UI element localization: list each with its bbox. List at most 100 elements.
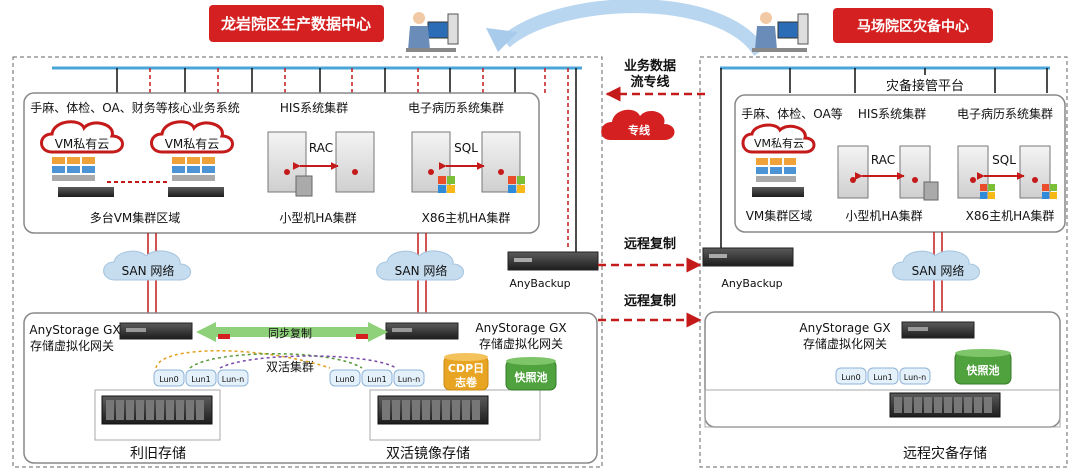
right-disk-array [889,392,1001,418]
right-minicomputer-ha-label: 小型机HA集群 [845,208,922,223]
right-center-title: 马场院区灾备中心 [833,8,993,43]
legacy-storage-box [94,389,221,441]
dedicated-line-cloud: 专线 [601,109,675,140]
right-minicomputer-2-icon [899,145,939,201]
anybackup-right-device [702,247,794,267]
gateway-left-label-2: 存储虚拟化网关 [30,338,114,353]
right-x86-2-icon [1019,145,1057,199]
right-his-label: HIS系统集群 [858,106,926,121]
remote-replication-label-2: 远程复制 [624,293,676,309]
sync-replication-arrow [196,322,388,342]
anybackup-right-label: AnyBackup [721,277,782,290]
x86-server-1-icon [411,131,455,193]
gateway-right-label-2: 存储虚拟化网关 [479,336,563,351]
svg-text:VM私有云: VM私有云 [165,137,220,151]
right-vm-host-icon [752,158,804,197]
right-site-border [699,56,1068,468]
sql-label: SQL [454,141,478,155]
right-rac-label: RAC [871,153,895,167]
svg-text:专线: 专线 [628,123,650,137]
right-gateway-label-2: 存储虚拟化网关 [803,336,887,351]
lun-mirror-0: Lun0 [329,369,361,387]
right-sql-label: SQL [992,153,1016,167]
business-data-label-1: 业务数据 [624,58,676,74]
minicomputer-server-1-icon [267,131,313,197]
svg-text:快照池: 快照池 [514,370,548,384]
minicomputer-ha-label: 小型机HA集群 [279,210,356,225]
anybackup-left-device [507,251,599,271]
svg-text:志卷: 志卷 [455,375,478,389]
right-lun-1: Lun1 [867,367,899,385]
san-cloud-1: SAN 网络 [103,250,191,281]
right-systems-label: 手麻、体检、OA等 [741,106,842,121]
cdp-log-volume: CDP日 志卷 [443,353,489,391]
svg-text:SAN 网络: SAN 网络 [122,263,175,278]
right-lun-0: Lun0 [835,367,867,385]
right-x86-ha-label: X86主机HA集群 [966,208,1055,223]
legacy-disk-array [101,395,213,425]
sync-replication-label: 同步复制 [268,326,312,340]
x86-ha-label: X86主机HA集群 [422,210,511,225]
emr-cluster-label: 电子病历系统集群 [408,100,504,115]
svg-text:Lun1: Lun1 [367,375,387,384]
svg-text:Lun-n: Lun-n [904,373,926,382]
right-vm-cloud: VM私有云 [741,123,816,154]
vm-host-2-icon [168,157,224,197]
right-vm-cluster-label: VM集群区域 [746,208,813,223]
right-san-cloud: SAN 网络 [892,250,980,281]
svg-text:快照池: 快照池 [966,363,1000,377]
svg-text:CDP日: CDP日 [448,362,484,375]
legacy-storage-label: 利旧存储 [130,446,186,462]
lun-mirror-1: Lun1 [361,369,393,387]
svg-text:马场院区灾备中心: 马场院区灾备中心 [857,18,969,35]
lun-left-n: Lun-n [217,369,249,387]
right-snapshot-pool: 快照池 [954,349,1012,385]
svg-text:Lun1: Lun1 [191,375,211,384]
gateway-right-label-1: AnyStorage GX [475,321,566,335]
left-center-title: 龙岩院区生产数据中心 [209,5,384,42]
operator-left-icon [406,12,459,52]
business-data-label-2: 流专线 [630,74,669,90]
left-storage-area [23,312,598,464]
svg-text:VM私有云: VM私有云 [55,137,110,151]
vm-cloud-1: VM私有云 [40,120,124,154]
rac-label: RAC [309,141,333,155]
remote-replication-label-1: 远程复制 [624,236,676,252]
vm-host-1-icon [52,157,114,197]
right-minicomputer-1-icon [837,145,869,199]
takeover-platform: 灾备接管平台 [870,75,980,95]
svg-text:龙岩院区生产数据中心: 龙岩院区生产数据中心 [220,15,371,33]
minicomputer-server-2-icon [335,131,375,193]
vm-cluster-area-label: 多台VM集群区域 [90,210,181,225]
right-gateway-device [901,321,975,339]
gateway-right-device [385,322,459,340]
lun-left-1: Lun1 [185,369,217,387]
svg-text:SAN 网络: SAN 网络 [395,263,448,278]
operator-right-icon [752,12,809,52]
mirror-disk-array [377,395,489,425]
left-site-border [12,56,603,468]
vm-cloud-2: VM私有云 [150,120,234,154]
right-gateway-label-1: AnyStorage GX [799,321,890,335]
active-active-label: 双活集群 [266,359,314,374]
svg-text:Lun0: Lun0 [841,373,861,382]
transfer-arc [500,0,766,57]
right-emr-label: 电子病历系统集群 [957,106,1053,121]
svg-text:SAN 网络: SAN 网络 [912,263,965,278]
svg-text:VM私有云: VM私有云 [754,136,804,150]
core-systems-label: 手麻、体检、OA、财务等核心业务系统 [30,100,239,115]
svg-text:Lun0: Lun0 [335,375,355,384]
remote-dr-storage-label: 远程灾备存储 [903,445,987,462]
svg-text:Lun1: Lun1 [873,373,893,382]
lun-mirror-n: Lun-n [393,369,425,387]
his-cluster-label: HIS系统集群 [280,100,348,115]
svg-text:Lun-n: Lun-n [222,375,244,384]
anybackup-left-label: AnyBackup [509,277,570,290]
svg-text:灾备接管平台: 灾备接管平台 [886,78,964,94]
gateway-left-device [119,322,193,340]
snapshot-pool-left: 快照池 [505,357,557,391]
right-lun-n: Lun-n [899,367,931,385]
lun-left-0: Lun0 [153,369,185,387]
mirror-storage-label: 双活镜像存储 [386,446,470,462]
